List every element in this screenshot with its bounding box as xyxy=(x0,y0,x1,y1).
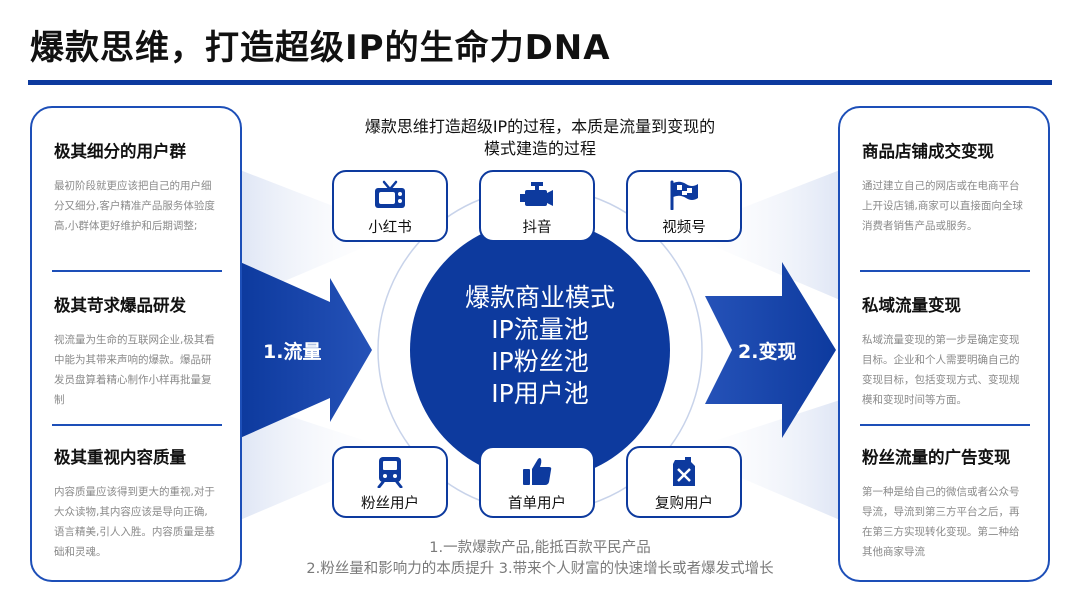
summary-line-1: 1.一款爆款产品,能抵百款平民产品 xyxy=(429,540,651,556)
section-divider xyxy=(52,270,222,272)
left-section-2: 极其苛求爆品研发 视流量为生命的互联网企业,极其看中能为其带来声响的爆款。爆品研… xyxy=(32,292,240,410)
center-line-4: IP用户池 xyxy=(491,379,589,408)
right-section-2: 私域流量变现 私域流量变现的第一步是确定变现目标。企业和个人需要明确自己的变现目… xyxy=(840,292,1048,410)
flow-label-left: 1.流量 xyxy=(263,341,322,363)
page-title: 爆款思维，打造超级IP的生命力DNA xyxy=(30,28,611,68)
title-underline xyxy=(28,80,1052,85)
center-text: 爆款商业模式 IP流量池 IP粉丝池 IP用户池 xyxy=(410,282,670,410)
card-label: 视频号 xyxy=(662,220,706,236)
card-label: 抖音 xyxy=(522,220,552,236)
section-heading: 极其细分的用户群 xyxy=(54,142,186,161)
section-heading: 极其苛求爆品研发 xyxy=(54,296,186,315)
card-label: 复购用户 xyxy=(655,496,713,512)
intro-line-1: 爆款思维打造超级IP的过程，本质是流量到变现的 xyxy=(364,117,716,136)
card-label: 首单用户 xyxy=(508,496,566,512)
section-divider xyxy=(860,270,1030,272)
section-body: 通过建立自己的网店或在电商平台上开设店铺,商家可以直接面向全球消费者销售产品或服… xyxy=(862,180,1023,232)
flow-label-right: 2.变现 xyxy=(738,341,797,363)
section-body: 内容质量应该得到更大的重视,对于大众读物,其内容应该是导向正确,语言精美,引人入… xyxy=(54,486,215,558)
section-body: 最初阶段就更应该把自己的用户细分又细分,客户精准产品服务体验度高,小群体更好维护… xyxy=(54,180,215,232)
left-section-3: 极其重视内容质量 内容质量应该得到更大的重视,对于大众读物,其内容应该是导向正确… xyxy=(32,444,240,562)
center-line-1: 爆款商业模式 xyxy=(464,283,615,312)
right-section-1: 商品店铺成交变现 通过建立自己的网店或在电商平台上开设店铺,商家可以直接面向全球… xyxy=(840,138,1048,236)
section-body: 私域流量变现的第一步是确定变现目标。企业和个人需要明确自己的变现目标，包括变现方… xyxy=(862,334,1020,406)
summary-line-2: 2.粉丝量和影响力的本质提升 3.带来个人财富的快速增长或者爆发式增长 xyxy=(306,561,774,577)
right-fan-bottom xyxy=(680,400,840,520)
card-label: 粉丝用户 xyxy=(361,496,419,512)
center-circle xyxy=(410,220,670,480)
intro-line-2: 模式建造的过程 xyxy=(483,139,596,158)
right-section-3: 粉丝流量的广告变现 第一种是给自己的微信或者公众号导流，导流到第三方平台之后，再… xyxy=(840,444,1048,562)
section-heading: 商品店铺成交变现 xyxy=(862,142,994,161)
left-panel: 极其细分的用户群 最初阶段就更应该把自己的用户细分又细分,客户精准产品服务体验度… xyxy=(30,106,242,582)
left-section-1: 极其细分的用户群 最初阶段就更应该把自己的用户细分又细分,客户精准产品服务体验度… xyxy=(32,138,240,236)
bus-icon xyxy=(377,457,403,488)
thumbs-up-icon xyxy=(523,458,552,485)
left-flow-arrow xyxy=(240,262,372,438)
card-label: 小红书 xyxy=(368,220,412,236)
section-divider xyxy=(52,424,222,426)
card-douyin[interactable]: 抖音 xyxy=(479,170,595,242)
card-repurchase[interactable]: 复购用户 xyxy=(626,446,742,518)
center-line-3: IP粉丝池 xyxy=(491,347,589,376)
summary-text: 1.一款爆款产品,能抵百款平民产品 2.粉丝量和影响力的本质提升 3.带来个人财… xyxy=(260,538,820,580)
section-body: 第一种是给自己的微信或者公众号导流，导流到第三方平台之后，再在第三方实现转化变现… xyxy=(862,486,1020,558)
section-heading: 私域流量变现 xyxy=(862,296,961,315)
left-fan-bottom xyxy=(240,400,400,520)
left-fan-top xyxy=(240,170,400,300)
section-divider xyxy=(860,424,1030,426)
card-fans[interactable]: 粉丝用户 xyxy=(332,446,448,518)
section-heading: 极其重视内容质量 xyxy=(54,448,186,467)
card-xiaohongshu[interactable]: 小红书 xyxy=(332,170,448,242)
right-flow-arrow xyxy=(705,262,836,438)
card-first-order[interactable]: 首单用户 xyxy=(479,446,595,518)
section-heading: 粉丝流量的广告变现 xyxy=(862,448,1011,467)
flag-icon xyxy=(670,180,698,210)
center-line-2: IP流量池 xyxy=(491,315,589,344)
tv-icon xyxy=(375,180,405,208)
jerrycan-icon xyxy=(673,457,695,486)
card-shipinhao[interactable]: 视频号 xyxy=(626,170,742,242)
engine-icon xyxy=(520,182,553,206)
right-fan-top xyxy=(680,170,840,300)
section-body: 视流量为生命的互联网企业,极其看中能为其带来声响的爆款。爆品研发员盘算着精心制作… xyxy=(54,334,215,406)
intro-text: 爆款思维打造超级IP的过程，本质是流量到变现的 模式建造的过程 xyxy=(320,116,760,160)
right-panel: 商品店铺成交变现 通过建立自己的网店或在电商平台上开设店铺,商家可以直接面向全球… xyxy=(838,106,1050,582)
